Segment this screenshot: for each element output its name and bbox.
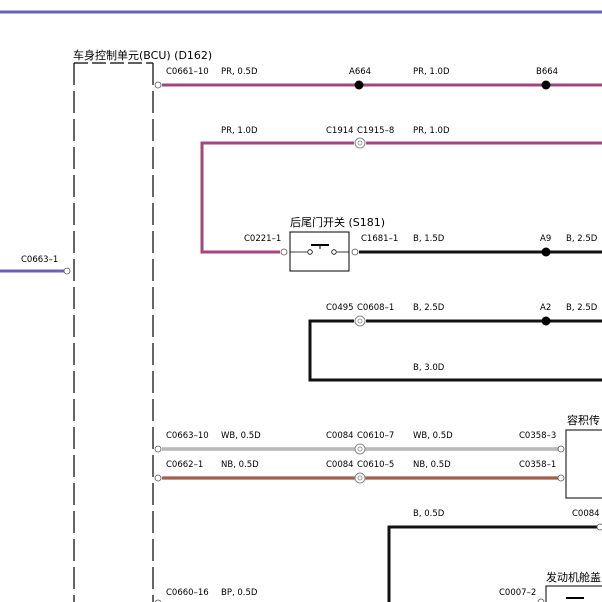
- label-c0663-1: C0663–1: [21, 255, 58, 265]
- connector-c0358-1: [557, 474, 565, 482]
- label-c0610-7: C0610–7: [357, 431, 394, 441]
- label-pr-10d-b: PR, 1.0D: [221, 126, 258, 136]
- label-pr-10d-a: PR, 1.0D: [413, 67, 450, 77]
- connector-c0221-1: [280, 248, 288, 256]
- label-wb-05d-a: WB, 0.5D: [221, 431, 261, 441]
- label-c0495: C0495: [326, 303, 354, 313]
- label-b-25d-c: B, 2.5D: [566, 303, 598, 313]
- wire-pr-loop-down: [200, 141, 354, 254]
- label-a664: A664: [349, 67, 371, 77]
- label-a2: A2: [540, 303, 551, 313]
- bcu-module-title: 车身控制单元(BCU) (D162): [73, 48, 212, 62]
- label-b-30d: B, 3.0D: [413, 363, 445, 373]
- label-c0084-c: C0084: [572, 509, 600, 519]
- connector-c0610-7: [354, 443, 366, 455]
- label-c0358-1: C0358–1: [519, 460, 556, 470]
- label-b664: B664: [536, 67, 558, 77]
- label-a9: A9: [540, 234, 551, 244]
- label-c0007-2: C0007–2: [499, 588, 536, 598]
- label-c0660-16: C0660–16: [166, 588, 209, 598]
- splice-a664: [354, 80, 364, 90]
- label-c1681-1: C1681–1: [361, 234, 398, 244]
- volume-sensor-title: 容积传: [567, 413, 600, 427]
- connector-c0663-1: [63, 267, 71, 275]
- label-pr-10d-c: PR, 1.0D: [413, 126, 450, 136]
- label-c1915-8: C1915–8: [357, 126, 394, 136]
- label-b-25d-a: B, 2.5D: [566, 234, 598, 244]
- connector-c0084-c: [596, 523, 602, 531]
- label-pr-05d: PR, 0.5D: [221, 67, 258, 77]
- label-b-25d-b: B, 2.5D: [413, 303, 445, 313]
- volume-sensor-box: [565, 429, 602, 499]
- connector-c0007-2: [537, 598, 545, 602]
- switch-title: 后尾门开关 (S181): [290, 215, 385, 229]
- label-wb-05d-b: WB, 0.5D: [413, 431, 453, 441]
- label-c0608-1: C0608–1: [357, 303, 394, 313]
- wire-b-30d-loop: [308, 319, 602, 382]
- label-c0662-1: C0662–1: [166, 460, 203, 470]
- label-c0610-5: C0610–5: [357, 460, 394, 470]
- splice-a2: [541, 316, 551, 326]
- engine-bay-title: 发动机舱盖: [546, 570, 601, 584]
- label-nb-05d-a: NB, 0.5D: [221, 460, 259, 470]
- tailgate-switch-s181: [289, 231, 350, 272]
- connector-c0662-1: [154, 474, 162, 482]
- splice-a9: [541, 247, 551, 257]
- engine-bay-switch: [545, 585, 602, 602]
- connector-c1681-1: [351, 248, 359, 256]
- label-b-05d: B, 0.5D: [413, 509, 445, 519]
- label-bp-05d: BP, 0.5D: [221, 588, 258, 598]
- label-b-15d: B, 1.5D: [413, 234, 445, 244]
- connector-c0661-10: [154, 81, 162, 89]
- label-c0084-a: C0084: [326, 431, 354, 441]
- connector-c1915-8: [354, 137, 366, 149]
- label-c0084-b: C0084: [326, 460, 354, 470]
- label-c0663-10: C0663–10: [166, 431, 209, 441]
- label-c0661-10: C0661–10: [166, 67, 209, 77]
- connector-c0610-5: [354, 472, 366, 484]
- label-c0221-1: C0221–1: [244, 234, 281, 244]
- label-c1914: C1914: [326, 126, 354, 136]
- connector-c0663-10: [154, 445, 162, 453]
- bcu-module-outline: [73, 62, 154, 602]
- label-c0358-3: C0358–3: [519, 431, 556, 441]
- connector-c0608-1: [354, 315, 366, 327]
- label-nb-05d-b: NB, 0.5D: [413, 460, 451, 470]
- wire-b-05d: [387, 525, 602, 602]
- splice-b664: [541, 80, 551, 90]
- connector-c0358-3: [557, 445, 565, 453]
